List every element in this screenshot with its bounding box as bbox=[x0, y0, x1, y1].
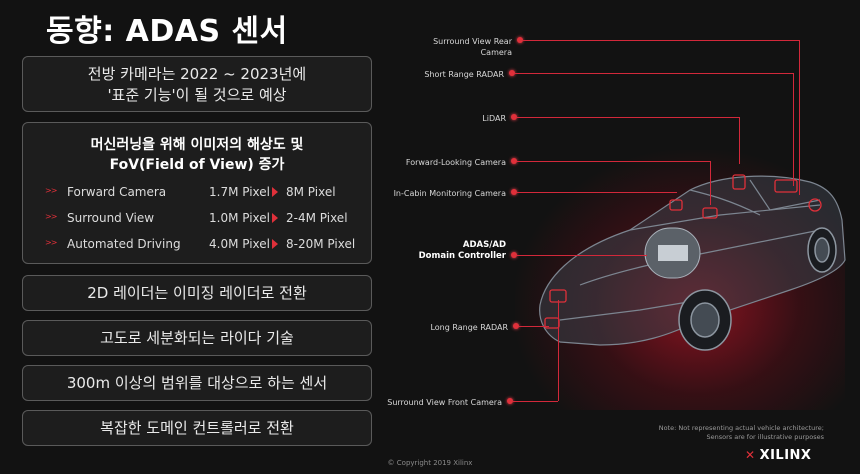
copyright-text: © Copyright 2019 Xilinx bbox=[387, 459, 473, 467]
resolution-row: >> Surround View 1.0M Pixel 2-4M Pixel bbox=[23, 207, 371, 233]
connector-line bbox=[517, 255, 647, 256]
resolution-row: >> Automated Driving 4.0M Pixel 8-20M Pi… bbox=[23, 233, 371, 259]
connector-dot bbox=[507, 398, 513, 404]
sensor-label-surround-front: Surround View Front Camera bbox=[387, 398, 502, 407]
row-label: Surround View bbox=[67, 211, 155, 225]
info-box-domain: 복잡한 도메인 컨트롤러로 전환 bbox=[22, 410, 372, 446]
connector-line bbox=[517, 192, 677, 193]
row-label: Forward Camera bbox=[67, 185, 167, 199]
connector-dot bbox=[511, 114, 517, 120]
info-box-resolution: 머신러닝을 위해 이미저의 해상도 및 FoV(Field of View) 증… bbox=[22, 122, 372, 264]
bullet-icon: >> bbox=[45, 186, 57, 195]
row-to: 8M Pixel bbox=[286, 185, 336, 199]
arrow-right-icon bbox=[272, 187, 278, 197]
info-box-lidar: 고도로 세분화되는 라이다 기술 bbox=[22, 320, 372, 356]
info-box-forward-camera: 전방 카메라는 2022 ~ 2023년에 '표준 기능'이 될 것으로 예상 bbox=[22, 56, 372, 112]
box-line: 전방 카메라는 2022 ~ 2023년에 bbox=[87, 65, 307, 83]
box-title: FoV(Field of View) 증가 bbox=[109, 157, 285, 173]
sensor-label-lidar: LiDAR bbox=[482, 114, 506, 123]
connector-line bbox=[739, 117, 740, 164]
arrow-right-icon bbox=[272, 239, 278, 249]
resolution-table: >> Forward Camera 1.7M Pixel 8M Pixel >>… bbox=[23, 181, 371, 259]
connector-dot bbox=[509, 70, 515, 76]
sensor-label-surround-rear: Surround View Rear Camera bbox=[433, 37, 512, 57]
connector-line bbox=[513, 401, 558, 402]
connector-line bbox=[799, 40, 800, 195]
box-line: '표준 기능'이 될 것으로 예상 bbox=[107, 86, 287, 104]
disclaimer-note: Note: Not representing actual vehicle ar… bbox=[658, 424, 824, 441]
bullet-icon: >> bbox=[45, 238, 57, 247]
row-label: Automated Driving bbox=[67, 237, 181, 251]
sensor-label-long-radar: Long Range RADAR bbox=[430, 323, 508, 332]
sensor-label-short-radar: Short Range RADAR bbox=[424, 70, 504, 79]
connector-line bbox=[793, 73, 794, 186]
connector-dot bbox=[517, 37, 523, 43]
resolution-row: >> Forward Camera 1.7M Pixel 8M Pixel bbox=[23, 181, 371, 207]
connector-line bbox=[558, 300, 559, 401]
connector-line bbox=[515, 73, 793, 74]
sensor-label-domain-controller: ADAS/AD Domain Controller bbox=[418, 240, 506, 261]
xilinx-logo: ✕XILINX bbox=[745, 448, 812, 463]
connector-dot bbox=[511, 252, 517, 258]
car-illustration bbox=[539, 174, 846, 351]
connector-line bbox=[517, 117, 739, 118]
row-from: 4.0M Pixel bbox=[209, 237, 271, 251]
info-box-imaging-radar: 2D 레이더는 이미징 레이더로 전환 bbox=[22, 275, 372, 311]
connector-line bbox=[519, 326, 549, 327]
connector-dot bbox=[513, 323, 519, 329]
info-box-range: 300m 이상의 범위를 대상으로 하는 센서 bbox=[22, 365, 372, 401]
box-title: 머신러닝을 위해 이미저의 해상도 및 bbox=[90, 137, 304, 153]
row-from: 1.0M Pixel bbox=[209, 211, 271, 225]
row-to: 2-4M Pixel bbox=[286, 211, 348, 225]
slide-title: 동향: ADAS 센서 bbox=[46, 14, 288, 49]
row-to: 8-20M Pixel bbox=[286, 237, 356, 251]
connector-dot bbox=[511, 158, 517, 164]
sensor-label-incabin: In-Cabin Monitoring Camera bbox=[393, 189, 506, 198]
connector-line bbox=[710, 161, 711, 205]
row-from: 1.7M Pixel bbox=[209, 185, 271, 199]
bullet-icon: >> bbox=[45, 212, 57, 221]
connector-line bbox=[523, 40, 799, 41]
arrow-right-icon bbox=[272, 213, 278, 223]
xilinx-x-icon: ✕ bbox=[745, 448, 756, 462]
connector-line bbox=[517, 161, 710, 162]
sensor-label-forward-camera: Forward-Looking Camera bbox=[405, 158, 506, 167]
connector-dot bbox=[511, 189, 517, 195]
